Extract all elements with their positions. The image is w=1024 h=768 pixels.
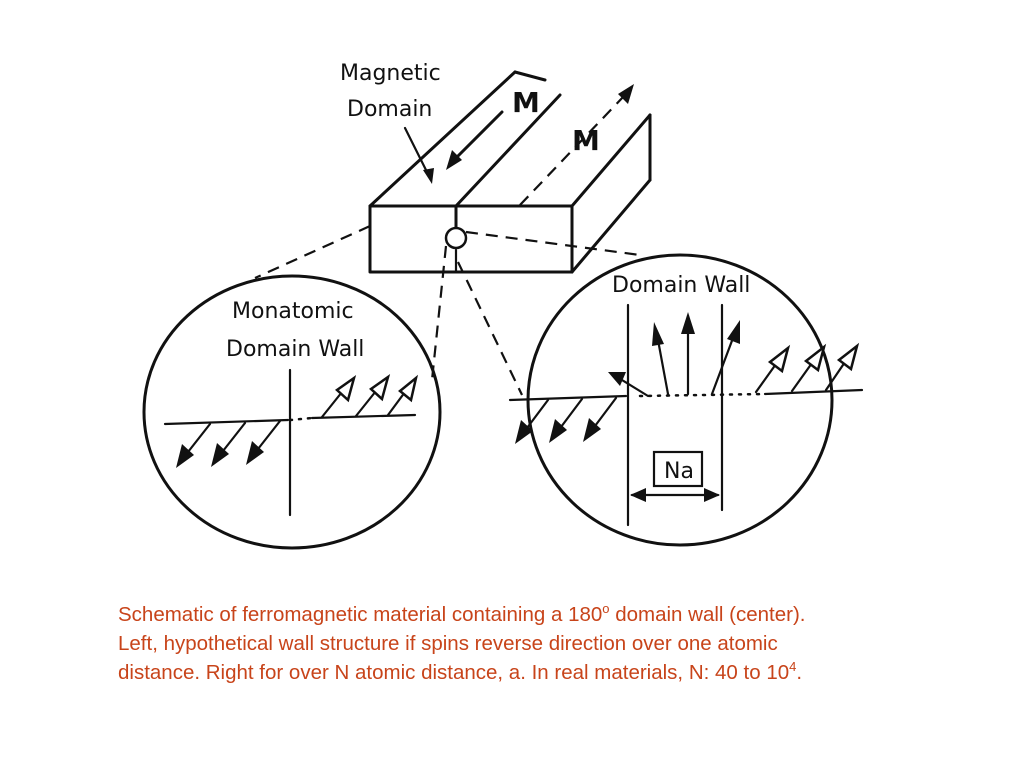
bar-side-bottom-edge (570, 178, 652, 274)
magnetization-arrow-right-head (618, 84, 634, 104)
caption-line2: Left, hypothetical wall structure if spi… (118, 632, 778, 655)
right-base-line-right (763, 388, 864, 396)
left-base-dots (288, 416, 314, 422)
caption-line3-end: . (796, 661, 803, 684)
left-base-line-left (163, 418, 290, 426)
wall-location-circle (444, 226, 468, 250)
right-spin-down-3 (593, 396, 618, 428)
right-spin-down-1-head (515, 420, 533, 444)
extended-wall-circle (508, 253, 864, 547)
caption-exponent-sup: 4 (789, 659, 797, 675)
left-spin-up-3 (386, 390, 407, 417)
right-domain-wall-label: Domain Wall (612, 273, 750, 298)
wall-spin-4 (710, 336, 735, 396)
left-spin-down-1 (186, 422, 212, 454)
projection-line-left-inner (430, 245, 448, 381)
wall-spin-4-head (727, 320, 740, 344)
left-spin-up-1 (320, 390, 344, 419)
magnetization-arrow-right-dashed (519, 94, 626, 206)
left-spin-down-3 (256, 419, 282, 451)
right-spin-down-3-head (583, 418, 601, 442)
left-domain-wall-label: Domain Wall (226, 337, 364, 362)
bar-top-back-edge (513, 70, 547, 82)
na-dimension-arrow-right (704, 488, 720, 502)
left-spin-down-1-head (176, 444, 194, 468)
left-spin-up-2 (354, 389, 378, 418)
domain-label: Domain (347, 97, 432, 122)
right-spin-up-3 (824, 360, 847, 392)
magnetic-bar (368, 70, 652, 274)
magnetization-label-right: M (572, 124, 600, 157)
figure-caption: Schematic of ferromagnetic material cont… (118, 600, 998, 687)
wall-spin-2-head (652, 322, 664, 346)
right-base-line-left (508, 394, 628, 402)
monatomic-wall-circle (142, 274, 442, 550)
right-spin-up-2-head (803, 343, 827, 373)
caption-line1-end: domain wall (center). (609, 603, 806, 626)
right-spin-up-2 (790, 361, 814, 393)
domain-label-pointer-head (423, 168, 434, 184)
left-spin-down-2 (221, 421, 247, 453)
right-spin-down-2-head (549, 419, 567, 443)
bar-front-face (368, 204, 574, 274)
caption-degree-sup: o (602, 601, 610, 617)
right-circle-outline (526, 253, 834, 547)
left-spin-up-3-head (398, 374, 419, 403)
wall-spin-1 (620, 378, 650, 398)
right-base-dots (638, 392, 767, 398)
projection-line-right-inner (457, 261, 523, 396)
caption-line1-start: Schematic of ferromagnetic material cont… (118, 603, 603, 626)
bar-top-right-edge (570, 113, 652, 208)
projection-lines (254, 224, 641, 396)
left-spin-up-1-head (335, 374, 357, 403)
na-label: Na (664, 459, 694, 484)
magnetization-arrow-left-head (446, 150, 462, 170)
magnetic-label: Magnetic (340, 61, 441, 86)
bar-top-left-edge (368, 70, 517, 208)
right-spin-down-2 (559, 397, 584, 429)
magnetization-arrow-left (450, 110, 504, 164)
na-dimension-arrow-left (630, 488, 646, 502)
bar-middle-top-line (454, 93, 562, 208)
caption-line3-start: distance. Right for over N atomic distan… (118, 661, 790, 684)
left-spin-down-2-head (211, 443, 229, 467)
left-spin-up-2-head (369, 373, 391, 402)
projection-line-left-outer (254, 224, 371, 280)
right-spin-down-1 (525, 398, 550, 430)
magnetization-label-left: M (512, 86, 540, 119)
left-spin-down-3-head (246, 441, 264, 465)
left-base-line-right (310, 413, 417, 420)
right-spin-up-1 (754, 362, 778, 394)
wall-spin-3-head (681, 312, 695, 334)
right-spin-up-3-head (836, 342, 860, 372)
wall-spin-1-head (608, 372, 626, 386)
left-circle-outline (142, 274, 442, 550)
projection-line-right-outer (465, 230, 641, 257)
na-label-box (652, 450, 704, 488)
wall-spin-2 (656, 338, 670, 396)
right-spin-up-1-head (767, 344, 791, 374)
monatomic-label: Monatomic (232, 299, 354, 324)
